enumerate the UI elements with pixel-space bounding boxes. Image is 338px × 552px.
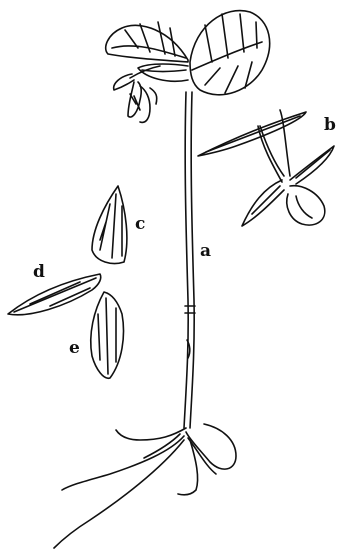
petal-d [8,274,101,315]
plant-stem [184,92,195,428]
right-leaf [190,11,270,95]
petal-c [92,186,127,264]
drooping-flower [114,66,160,122]
label-a: a [200,243,211,260]
lower-bracts [138,64,188,81]
label-d: d [33,264,45,281]
roots [54,424,236,548]
label-b: b [324,117,336,134]
label-c: c [135,216,145,233]
left-leaf [106,22,188,62]
petal-e [91,292,124,378]
flower-b [198,110,334,226]
label-e: e [69,340,80,357]
